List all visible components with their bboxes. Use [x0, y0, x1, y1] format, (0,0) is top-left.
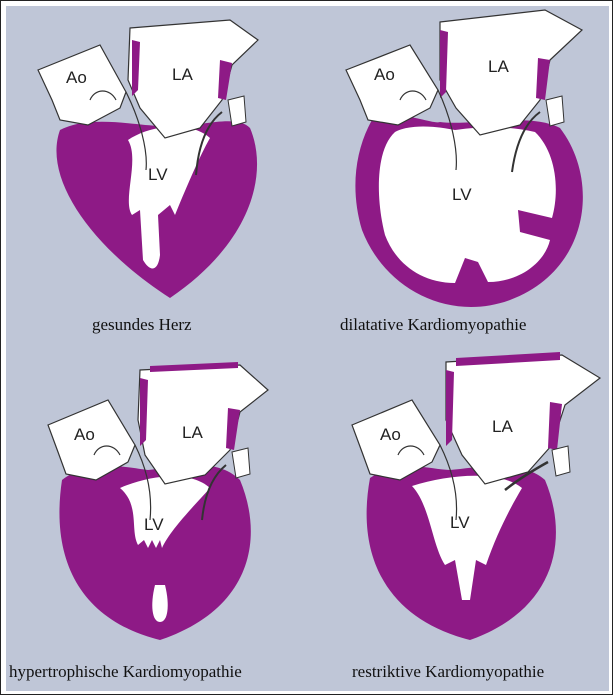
label-aorta: Ao: [374, 65, 395, 84]
heart-hypertrophic: Ao LA LV: [48, 362, 268, 640]
heart-restrictive: Ao LA LV: [352, 352, 600, 640]
papillary-detail: [552, 446, 570, 476]
heart-healthy: Ao LA LV: [38, 20, 258, 298]
label-left-atrium: LA: [182, 423, 203, 442]
label-aorta: Ao: [380, 425, 401, 444]
caption-restrictive-cardiomyopathy: restriktive Kardiomyopathie: [352, 662, 544, 682]
caption-hypertrophic-cardiomyopathy: hypertrophische Kardiomyopathie: [9, 662, 242, 682]
label-left-ventricle: LV: [148, 165, 168, 184]
label-left-atrium: LA: [172, 65, 193, 84]
aorta: [346, 45, 438, 125]
apical-cavity: [152, 585, 167, 622]
label-left-ventricle: LV: [452, 185, 472, 204]
label-left-ventricle: LV: [450, 513, 470, 532]
papillary-detail: [232, 448, 250, 478]
papillary-detail: [546, 96, 564, 126]
label-left-ventricle: LV: [144, 515, 164, 534]
caption-dilated-cardiomyopathy: dilatative Kardiomyopathie: [340, 315, 526, 335]
label-aorta: Ao: [66, 68, 87, 87]
label-left-atrium: LA: [492, 417, 513, 436]
label-left-atrium: LA: [488, 57, 509, 76]
label-aorta: Ao: [74, 425, 95, 444]
left-atrium: [446, 355, 600, 484]
heart-dilated: Ao LA LV: [346, 10, 583, 307]
caption-healthy-heart: gesundes Herz: [92, 315, 192, 335]
